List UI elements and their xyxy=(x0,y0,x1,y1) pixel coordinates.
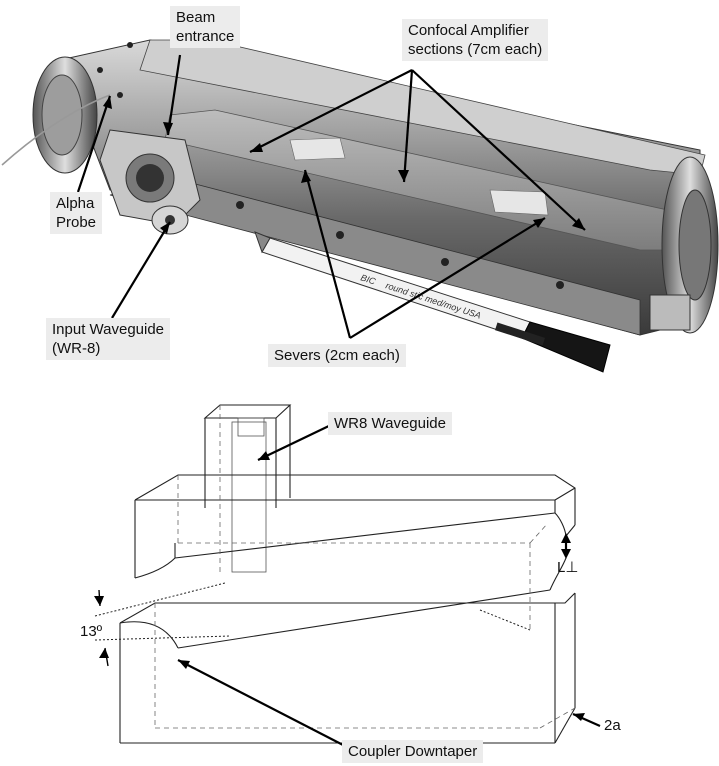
diagram-arrows xyxy=(177,423,601,747)
amplifier-photo-drawing: BIC round stic med/moy USA xyxy=(1,39,719,373)
amplifier-photo: BIC round stic med/moy USA Beam entrance… xyxy=(0,0,719,378)
sever-recess-2 xyxy=(489,189,549,216)
lower-reflector-box xyxy=(119,557,576,744)
coupler-downtaper-label: Coupler Downtaper xyxy=(342,740,484,763)
confocal-amplifier-label: Confocal Amplifier sections (7cm each) xyxy=(402,19,549,61)
alpha-probe-wire xyxy=(1,94,111,166)
sever-recess-1 xyxy=(289,137,346,161)
separation-label: L⊥ xyxy=(557,559,579,576)
input-waveguide-label: Input Waveguide (WR-8) xyxy=(46,318,171,360)
angle-label: 13º xyxy=(80,623,103,640)
arrow-heads xyxy=(103,96,585,234)
coupler-diagram: WR8 Waveguide 13º L⊥ 2a Coupler Downtape… xyxy=(0,378,719,763)
severs-label: Severs (2cm each) xyxy=(268,344,406,367)
coupler-wireframe xyxy=(94,404,601,747)
angle-dotted-lines xyxy=(94,582,531,641)
annotation-arrows xyxy=(76,54,586,339)
diagram-arrow-heads xyxy=(94,451,585,721)
pen-brand-text: BIC xyxy=(359,272,377,286)
beam-entrance-label: Beam entrance xyxy=(170,6,241,48)
alpha-probe-label: Alpha Probe xyxy=(50,192,103,234)
hidden-edges xyxy=(154,405,576,729)
wr8-waveguide-label: WR8 Waveguide xyxy=(328,412,452,435)
width-label: 2a xyxy=(604,717,621,734)
wr8-waveguide-box xyxy=(203,404,292,573)
upper-reflector-box xyxy=(134,474,576,579)
